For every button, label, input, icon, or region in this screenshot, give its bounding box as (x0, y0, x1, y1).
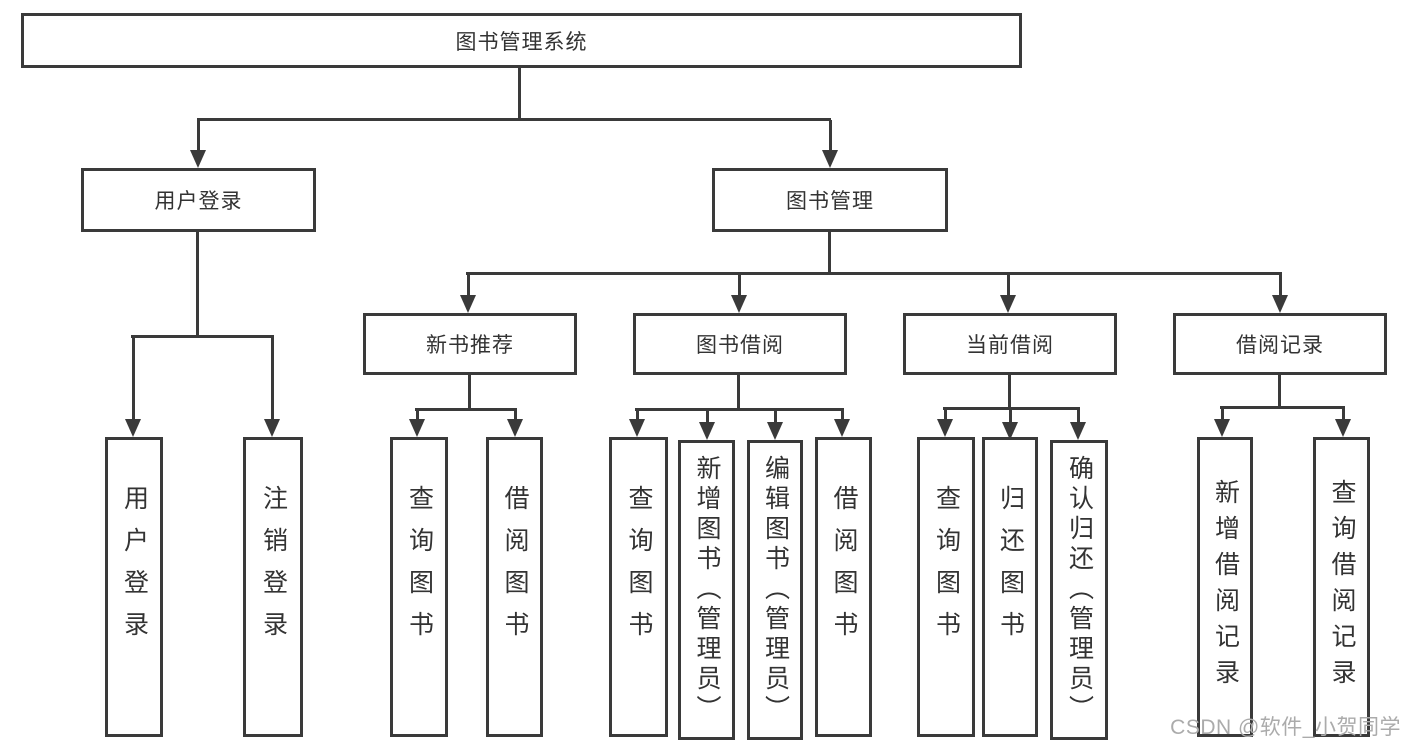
node-user-login: 用户登录 (81, 168, 316, 232)
leaf-confirm-return-admin-label: 确认归还（管理员） (1065, 455, 1094, 725)
leaf-logout: 注销登录 (243, 437, 303, 737)
arrow-down-icon (1214, 408, 1230, 437)
connector-book-management-stem (828, 232, 831, 274)
connector-current-hline (943, 407, 1080, 410)
node-book-borrow: 图书借阅 (633, 313, 847, 375)
arrow-down-icon (460, 274, 476, 313)
leaf-return-books: 归还图书 (982, 437, 1038, 737)
node-book-borrow-label: 图书借阅 (696, 334, 784, 357)
leaf-query-borrow-record-label: 查询借阅记录 (1328, 479, 1356, 695)
node-borrow-records-label: 借阅记录 (1236, 334, 1324, 357)
leaf-logout-label: 注销登录 (259, 485, 288, 653)
leaf-current-query-books: 查询图书 (917, 437, 975, 737)
leaf-add-books-admin: 新增图书（管理员） (678, 440, 735, 740)
connector-level1-hline (197, 118, 831, 121)
leaf-add-borrow-record: 新增借阅记录 (1197, 437, 1253, 737)
leaf-add-books-admin-label: 新增图书（管理员） (693, 455, 721, 725)
leaf-return-books-label: 归还图书 (996, 485, 1025, 653)
node-current-borrow: 当前借阅 (903, 313, 1117, 375)
arrow-down-icon (264, 337, 280, 437)
leaf-newbook-query-books-label: 查询图书 (405, 485, 434, 653)
connector-user-login-stem (196, 232, 199, 337)
arrow-down-icon (699, 410, 715, 440)
arrow-down-icon (1272, 274, 1288, 313)
node-new-book-recommend-label: 新书推荐 (426, 334, 514, 357)
node-root: 图书管理系统 (21, 13, 1022, 68)
arrow-down-icon (1002, 409, 1018, 440)
leaf-newbook-borrow-books-label: 借阅图书 (501, 485, 529, 653)
leaf-confirm-return-admin: 确认归还（管理员） (1050, 440, 1108, 740)
node-root-label: 图书管理系统 (455, 30, 588, 54)
arrow-down-icon (822, 120, 838, 168)
leaf-newbook-query-books: 查询图书 (390, 437, 448, 737)
connector-newbook-hline (415, 408, 517, 411)
connector-level2-hline (466, 272, 1282, 275)
connector-root-stem (518, 68, 521, 120)
leaf-query-borrow-record: 查询借阅记录 (1313, 437, 1370, 737)
connector-current-stem (1008, 375, 1011, 409)
leaf-borrow-borrow-books-label: 借阅图书 (830, 485, 858, 653)
leaf-user-login: 用户登录 (105, 437, 163, 737)
connector-borrow-hline (635, 408, 844, 411)
node-new-book-recommend: 新书推荐 (363, 313, 577, 375)
leaf-borrow-query-books-label: 查询图书 (625, 485, 653, 653)
arrow-down-icon (1335, 408, 1351, 437)
arrow-down-icon (834, 410, 850, 437)
arrow-down-icon (1000, 274, 1016, 313)
watermark: CSDN @软件_小贺同学 (1170, 716, 1401, 739)
leaf-edit-books-admin: 编辑图书（管理员） (747, 440, 803, 740)
arrow-down-icon (125, 337, 141, 437)
leaf-add-borrow-record-label: 新增借阅记录 (1211, 479, 1240, 695)
arrow-down-icon (1070, 409, 1086, 440)
connector-borrow-stem (737, 375, 740, 410)
leaf-borrow-borrow-books: 借阅图书 (815, 437, 872, 737)
arrow-down-icon (629, 410, 645, 437)
connector-newbook-stem (468, 375, 471, 410)
node-user-login-label: 用户登录 (154, 190, 243, 213)
arrow-down-icon (731, 274, 747, 313)
leaf-borrow-query-books: 查询图书 (609, 437, 668, 737)
node-book-management-label: 图书管理 (786, 190, 874, 213)
node-borrow-records: 借阅记录 (1173, 313, 1387, 375)
node-current-borrow-label: 当前借阅 (966, 334, 1054, 357)
leaf-newbook-borrow-books: 借阅图书 (486, 437, 543, 737)
arrow-down-icon (767, 410, 783, 440)
arrow-down-icon (190, 120, 206, 168)
node-book-management: 图书管理 (712, 168, 948, 232)
leaf-user-login-label: 用户登录 (120, 485, 149, 653)
arrow-down-icon (409, 410, 425, 437)
connector-user-login-hline (131, 335, 274, 338)
arrow-down-icon (937, 409, 953, 437)
leaf-edit-books-admin-label: 编辑图书（管理员） (761, 455, 790, 725)
leaf-current-query-books-label: 查询图书 (932, 485, 961, 653)
arrow-down-icon (507, 410, 523, 437)
connector-records-stem (1278, 375, 1281, 408)
connector-records-hline (1220, 406, 1345, 409)
